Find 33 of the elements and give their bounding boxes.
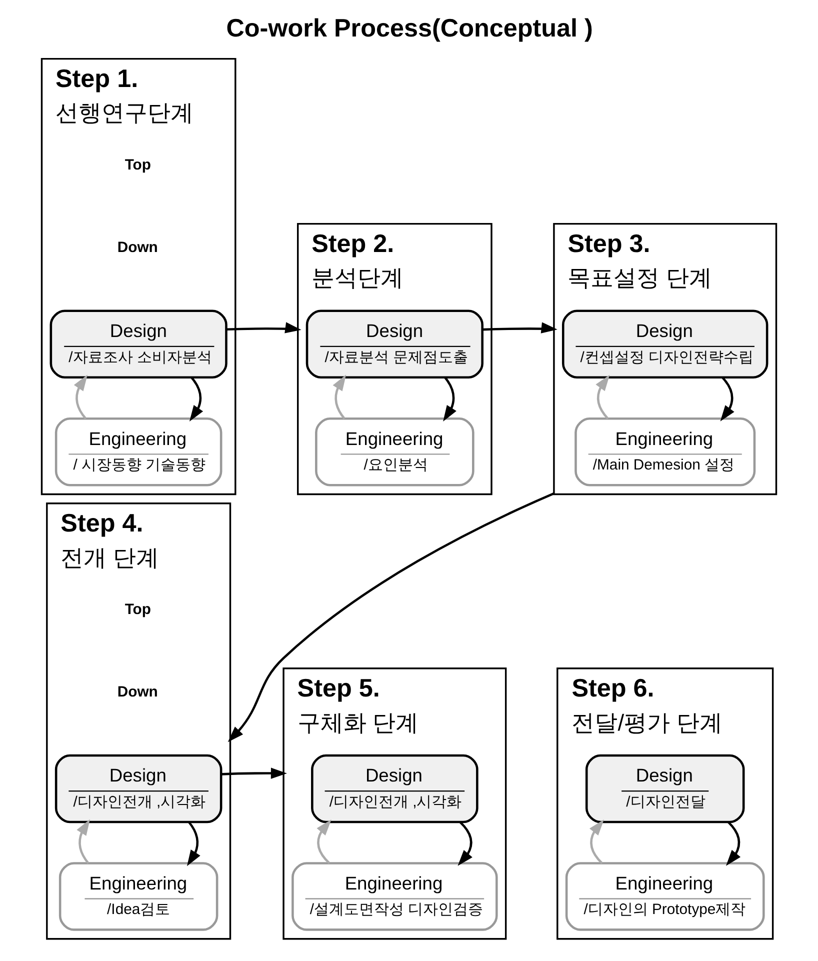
arrow	[590, 820, 604, 864]
arrow	[189, 376, 204, 422]
node-box: Design /자료조사 소비자분석	[50, 310, 228, 379]
arrow	[76, 819, 90, 864]
arrow	[332, 374, 346, 420]
arrow	[596, 374, 610, 420]
label: Top	[124, 602, 151, 618]
arrow	[443, 376, 456, 422]
node-box: Engineering /설계도면작성 디자인검증	[292, 862, 498, 931]
arrow	[221, 768, 287, 779]
arrow	[228, 492, 554, 742]
diagram-title: Co-work Process(Conceptual )	[226, 14, 593, 43]
arrow	[186, 822, 200, 866]
arrow	[74, 374, 88, 420]
arrow	[226, 322, 302, 334]
node-box: Design /디자인전개 ,시각화	[311, 754, 478, 824]
node-box: Design /컨셉설정 디자인전략수립	[562, 310, 768, 379]
node-box: Design /자료분석 문제점도출	[306, 310, 484, 379]
arrow	[316, 820, 332, 864]
node-box: Engineering /Idea검토	[58, 862, 218, 931]
arrow	[482, 322, 558, 334]
node-box: Engineering /Main Demesion 설정	[574, 417, 756, 486]
label: Down	[117, 240, 158, 256]
node-box: Engineering /디자인의 Prototype제작	[565, 862, 765, 931]
label: Down	[117, 684, 158, 700]
node-box: Engineering / 시장동향 기술동향	[54, 417, 222, 486]
node-box: Design /디자인전달	[585, 754, 745, 824]
label: Top	[124, 157, 151, 174]
node-box: Design /디자인전개 ,시각화	[54, 754, 222, 824]
node-box: Engineering /요인분석	[315, 417, 474, 486]
arrow	[726, 821, 741, 866]
arrow	[458, 821, 472, 866]
arrow	[720, 376, 734, 422]
